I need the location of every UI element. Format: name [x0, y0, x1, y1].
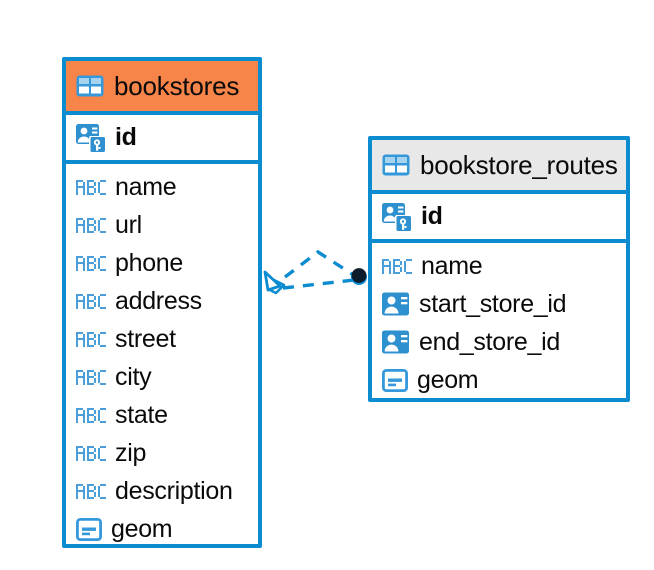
- relationship-line-upper: [283, 249, 356, 279]
- field-label-id: id: [115, 123, 137, 151]
- field-row-state[interactable]: state: [66, 396, 258, 434]
- abc-text-icon: [76, 407, 106, 424]
- field-row-address[interactable]: address: [66, 282, 258, 320]
- diamond-marker: [263, 270, 286, 295]
- field-label-city: city: [115, 362, 152, 391]
- entity-title-bookstore-routes: bookstore_routes: [420, 150, 618, 180]
- field-row-zip[interactable]: zip: [66, 434, 258, 472]
- field-list-bookstore-routes: name start_store_id: [372, 243, 626, 405]
- abc-text-icon: [76, 331, 106, 348]
- field-label-geom: geom: [111, 514, 173, 543]
- abc-text-icon: [76, 445, 106, 462]
- field-row-id[interactable]: id: [66, 115, 258, 160]
- field-row-geom[interactable]: geom: [66, 510, 258, 548]
- geometry-icon: [75, 517, 103, 541]
- field-row-start-store-id[interactable]: start_store_id: [372, 285, 626, 323]
- foreign-key-icon: [382, 330, 410, 354]
- field-row-url[interactable]: url: [66, 206, 258, 244]
- field-label-state: state: [115, 400, 168, 429]
- field-label-geom: geom: [417, 365, 479, 394]
- abc-text-icon: [76, 483, 106, 500]
- primary-key-icon: [382, 202, 412, 232]
- field-row-name[interactable]: name: [66, 168, 258, 206]
- abc-text-icon: [76, 255, 106, 272]
- primary-key-icon: [76, 123, 106, 153]
- abc-text-icon: [76, 369, 106, 386]
- field-row-description[interactable]: description: [66, 472, 258, 510]
- field-label-address: address: [115, 286, 202, 315]
- field-row-name[interactable]: name: [372, 247, 626, 285]
- field-list-bookstores: name u: [66, 164, 258, 554]
- entity-header-bookstore-routes[interactable]: bookstore_routes: [372, 140, 626, 190]
- geometry-icon: [381, 368, 409, 392]
- field-label-name: name: [115, 172, 177, 201]
- field-label-description: description: [115, 476, 233, 505]
- entity-header-bookstores[interactable]: bookstores: [66, 61, 258, 111]
- field-row-phone[interactable]: phone: [66, 244, 258, 282]
- table-icon: [382, 154, 410, 176]
- filled-circle-marker: [351, 268, 367, 285]
- field-label-url: url: [115, 210, 142, 239]
- entity-bookstores[interactable]: bookstores: [62, 57, 262, 548]
- field-label-id: id: [421, 202, 443, 230]
- field-label-end-store-id: end_store_id: [419, 327, 560, 356]
- entity-bookstore-routes[interactable]: bookstore_routes: [368, 136, 630, 402]
- field-label-start-store-id: start_store_id: [419, 289, 567, 318]
- field-row-city[interactable]: city: [66, 358, 258, 396]
- field-label-street: street: [115, 324, 176, 353]
- field-row-geom[interactable]: geom: [372, 361, 626, 399]
- field-row-street[interactable]: street: [66, 320, 258, 358]
- entity-title-bookstores: bookstores: [114, 71, 240, 101]
- abc-text-icon: [76, 217, 106, 234]
- field-label-zip: zip: [115, 438, 147, 467]
- field-row-id[interactable]: id: [372, 194, 626, 239]
- abc-text-icon: [382, 258, 412, 275]
- primary-key-section-bookstore-routes: id: [372, 190, 626, 243]
- relationship-line-lower: [282, 278, 355, 290]
- field-row-end-store-id[interactable]: end_store_id: [372, 323, 626, 361]
- field-label-phone: phone: [115, 248, 184, 277]
- field-label-name: name: [421, 251, 483, 280]
- table-icon: [76, 75, 104, 97]
- abc-text-icon: [76, 293, 106, 310]
- abc-text-icon: [76, 179, 106, 196]
- foreign-key-icon: [382, 292, 410, 316]
- primary-key-section-bookstores: id: [66, 111, 258, 164]
